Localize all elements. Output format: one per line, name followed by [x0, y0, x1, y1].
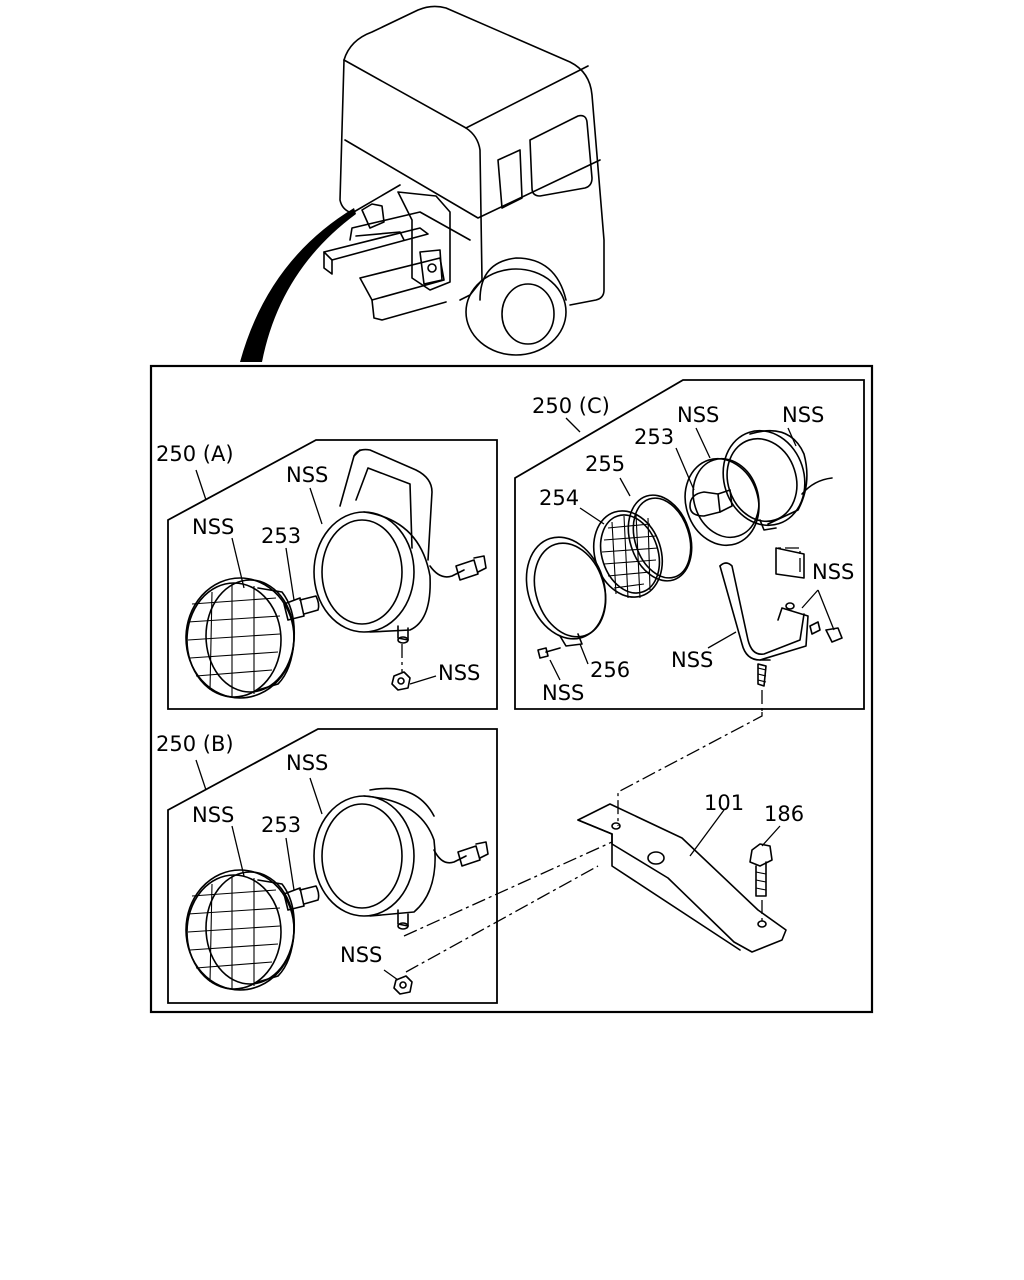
nss-label-c-bracket: NSS	[671, 648, 713, 672]
nss-label-c-reflector: NSS	[677, 403, 719, 427]
nss-label-b-lens: NSS	[192, 803, 234, 827]
group-250-c-panel	[514, 379, 865, 712]
nss-label-c-housing: NSS	[782, 403, 824, 427]
group-250-b-panel	[167, 728, 498, 1004]
part-255-label: 255	[585, 452, 625, 476]
assembly-guide-lines	[403, 547, 801, 973]
truck-cab-illustration	[323, 5, 605, 356]
part-253-label-c: 253	[634, 425, 674, 449]
nss-label-a-housing: NSS	[286, 463, 328, 487]
nss-label-b-housing: NSS	[286, 751, 328, 775]
nss-label-c-bolts: NSS	[812, 560, 854, 584]
group-250-c-label: 250 (C)	[532, 394, 610, 418]
group-250-a-label: 250 (A)	[156, 442, 234, 466]
group-250-a-panel	[167, 439, 498, 710]
callout-arc	[240, 208, 356, 362]
part-253-label-b: 253	[261, 813, 301, 837]
nss-label-a-lens: NSS	[192, 515, 234, 539]
leader-lines	[195, 417, 835, 981]
nss-label-a-nut: NSS	[438, 661, 480, 685]
part-186-label: 186	[764, 802, 804, 826]
bracket-101-assembly	[577, 803, 787, 953]
nss-label-b-nut: NSS	[340, 943, 382, 967]
part-253-label-a: 253	[261, 524, 301, 548]
detail-frame	[149, 364, 874, 1014]
part-101-label: 101	[704, 791, 744, 815]
part-256-label: 256	[590, 658, 630, 682]
group-250-b-label: 250 (B)	[156, 732, 234, 756]
nss-label-c-screw: NSS	[542, 681, 584, 705]
part-254-label: 254	[539, 486, 579, 510]
